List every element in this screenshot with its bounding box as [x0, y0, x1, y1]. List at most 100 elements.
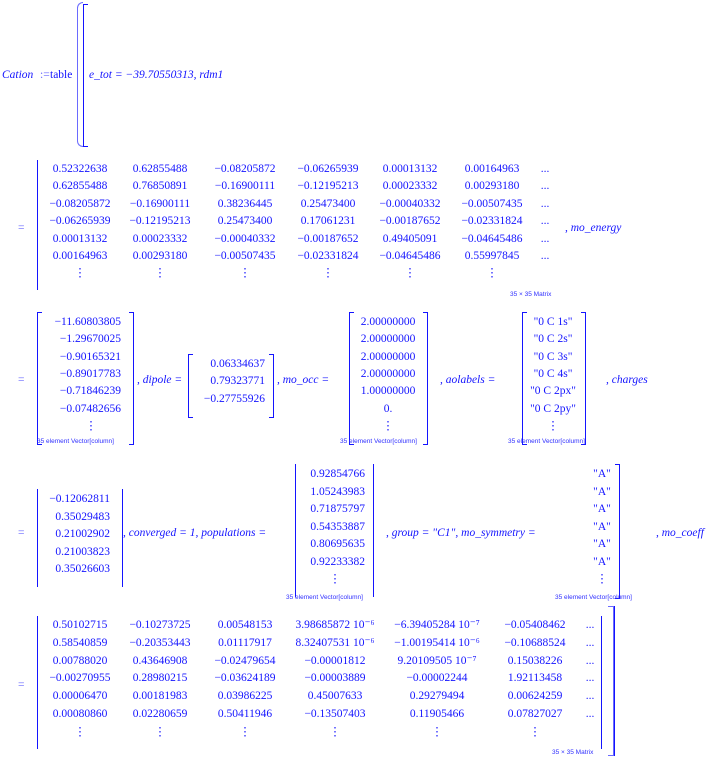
dipole-label: , dipole =	[137, 374, 183, 386]
mo_symmetry-right-bracket	[615, 464, 620, 599]
close-paren	[614, 606, 615, 756]
dipole-left-bracket	[188, 354, 193, 418]
equals-sign: =	[18, 527, 25, 539]
matrix-cell: 0.50411946	[217, 708, 273, 720]
variable-name: Cation	[2, 69, 34, 81]
matrix-cell: −0.08205872	[49, 197, 111, 210]
matrix-cell: 0.00013132	[52, 232, 108, 245]
vector-entry: 2.00000000	[360, 367, 416, 380]
equals-sign: =	[18, 222, 25, 234]
matrix-cell: ⋮	[239, 725, 251, 738]
matrix-cell: −0.00507435	[214, 250, 276, 262]
vector-entry: −0.71846239	[59, 385, 121, 398]
matrix-cell: −0.00040332	[379, 197, 441, 210]
vector-entry: "A"	[593, 468, 611, 480]
vector-entry: 0.06334637	[210, 358, 265, 370]
matrix-cell: −0.02331824	[461, 215, 523, 228]
matrix-cell: 0.00013132	[382, 163, 438, 175]
vector-entry: ⋮	[382, 419, 394, 432]
vector-entry: "0 C 2px"	[530, 385, 576, 398]
charges-left-bar	[37, 489, 38, 587]
vector-entry: "A"	[593, 538, 611, 550]
matrix-cell: 0.00624259	[507, 690, 563, 703]
matrix-cell: 0.00164963	[464, 163, 520, 175]
vector-entry: 1.05243983	[310, 485, 365, 498]
matrix-cell: ...	[585, 708, 595, 720]
matrix-cell: 9.20109505 10⁻⁷	[397, 654, 477, 667]
matrix-cell: −0.04645486	[379, 250, 441, 262]
matrix-cell: 0.00080860	[52, 708, 108, 720]
matrix-cell: ...	[540, 163, 550, 175]
vector-entry: ⋮	[596, 573, 608, 585]
vector-entry: "0 C 2s"	[533, 333, 573, 346]
matrix-cell: 0.03986225	[217, 690, 273, 703]
aolabels-left-bracket	[522, 312, 527, 446]
matrix-cell: ...	[540, 215, 550, 228]
matrix-cell: 1.92113458	[507, 672, 563, 685]
matrix-cell: 0.00023332	[382, 180, 438, 193]
mo-occ-label: , mo_occ =	[277, 374, 330, 386]
matrix-cell: −0.00507435	[461, 197, 523, 210]
matrix-cell: ⋮	[322, 267, 334, 280]
matrix-cell: −0.02331824	[297, 250, 359, 262]
matrix-cell: 0.00293180	[464, 180, 520, 193]
close-bracket	[608, 606, 614, 756]
matrix-cell: ⋮	[529, 725, 541, 738]
matrix-cell: ...	[585, 654, 595, 667]
matrix-cell: ...	[585, 619, 595, 631]
matrix-cell: 0.62855488	[52, 180, 108, 193]
vector-entry: "A"	[593, 520, 611, 533]
matrix-cell: 0.58540859	[52, 636, 108, 649]
matrix-cell: −0.06265939	[297, 163, 359, 175]
populations-right-bar	[373, 464, 374, 597]
assign-operator: :=	[40, 69, 50, 81]
matrix-cell: −0.03624189	[214, 672, 276, 685]
matrix-cell: ...	[540, 197, 550, 210]
matrix-cell: 0.62855488	[132, 163, 188, 175]
equals-sign: =	[18, 679, 25, 691]
mo_coeff-caption: 35 × 35 Matrix	[552, 749, 594, 756]
matrix-cell: 0.00023332	[132, 232, 188, 245]
vector-entry: ⋮	[85, 419, 97, 432]
mo_coeff-left-bar	[37, 616, 38, 749]
matrix-cell: −0.10273725	[129, 619, 191, 631]
matrix-cell: −0.12195213	[297, 180, 359, 193]
open-bracket	[83, 4, 88, 147]
aolabels-right-bracket	[581, 312, 586, 446]
matrix-cell: −0.00003889	[304, 672, 366, 685]
matrix-cell: 0.01117917	[218, 636, 272, 649]
matrix-cell: −0.00187652	[379, 215, 441, 228]
vector-entry: 0.92854766	[310, 468, 365, 480]
vector-entry: 2.00000000	[360, 316, 416, 328]
matrix-cell: −1.00195414 10⁻⁶	[394, 636, 480, 649]
converged-populations-label: , converged = 1, populations =	[123, 527, 267, 539]
matrix-cell: 0.52322638	[52, 163, 108, 175]
matrix-cell: ⋮	[486, 267, 498, 280]
e-tot-entry: e_tot = −39.70550313, rdm1	[89, 69, 224, 81]
vector-entry: 2.00000000	[360, 333, 416, 346]
mo_energy-right-bracket	[129, 312, 134, 446]
vector-entry: 0.54353887	[310, 520, 365, 533]
vector-entry: 0.21003823	[55, 545, 110, 558]
matrix-cell: −0.02479654	[214, 654, 276, 667]
equals-sign: =	[18, 374, 25, 386]
rdm1-caption: 35 × 35 Matrix	[510, 291, 552, 298]
mo_occ-right-bracket	[423, 312, 428, 446]
matrix-cell: 8.32407531 10⁻⁶	[295, 636, 375, 649]
matrix-cell: −0.08205872	[214, 163, 276, 175]
matrix-cell: 0.76850891	[132, 180, 188, 193]
mo_energy-left-bracket	[37, 312, 42, 446]
matrix-cell: 0.25473400	[300, 197, 356, 210]
matrix-cell: 0.00164963	[52, 250, 108, 262]
matrix-cell: −0.00270955	[49, 672, 111, 685]
matrix-cell: −0.16900111	[129, 197, 191, 210]
matrix-cell: 0.50102715	[52, 619, 108, 631]
matrix-cell: −0.10688524	[504, 636, 566, 649]
vector-entry: ⋮	[547, 419, 559, 432]
dipole-right-bracket	[269, 354, 274, 418]
vector-entry: 0.21002902	[55, 528, 110, 540]
rdm1-left-bar	[37, 160, 38, 290]
matrix-cell: 0.38236445	[217, 197, 273, 210]
matrix-cell: ⋮	[329, 725, 341, 738]
mo-energy-label: , mo_energy	[565, 222, 622, 234]
